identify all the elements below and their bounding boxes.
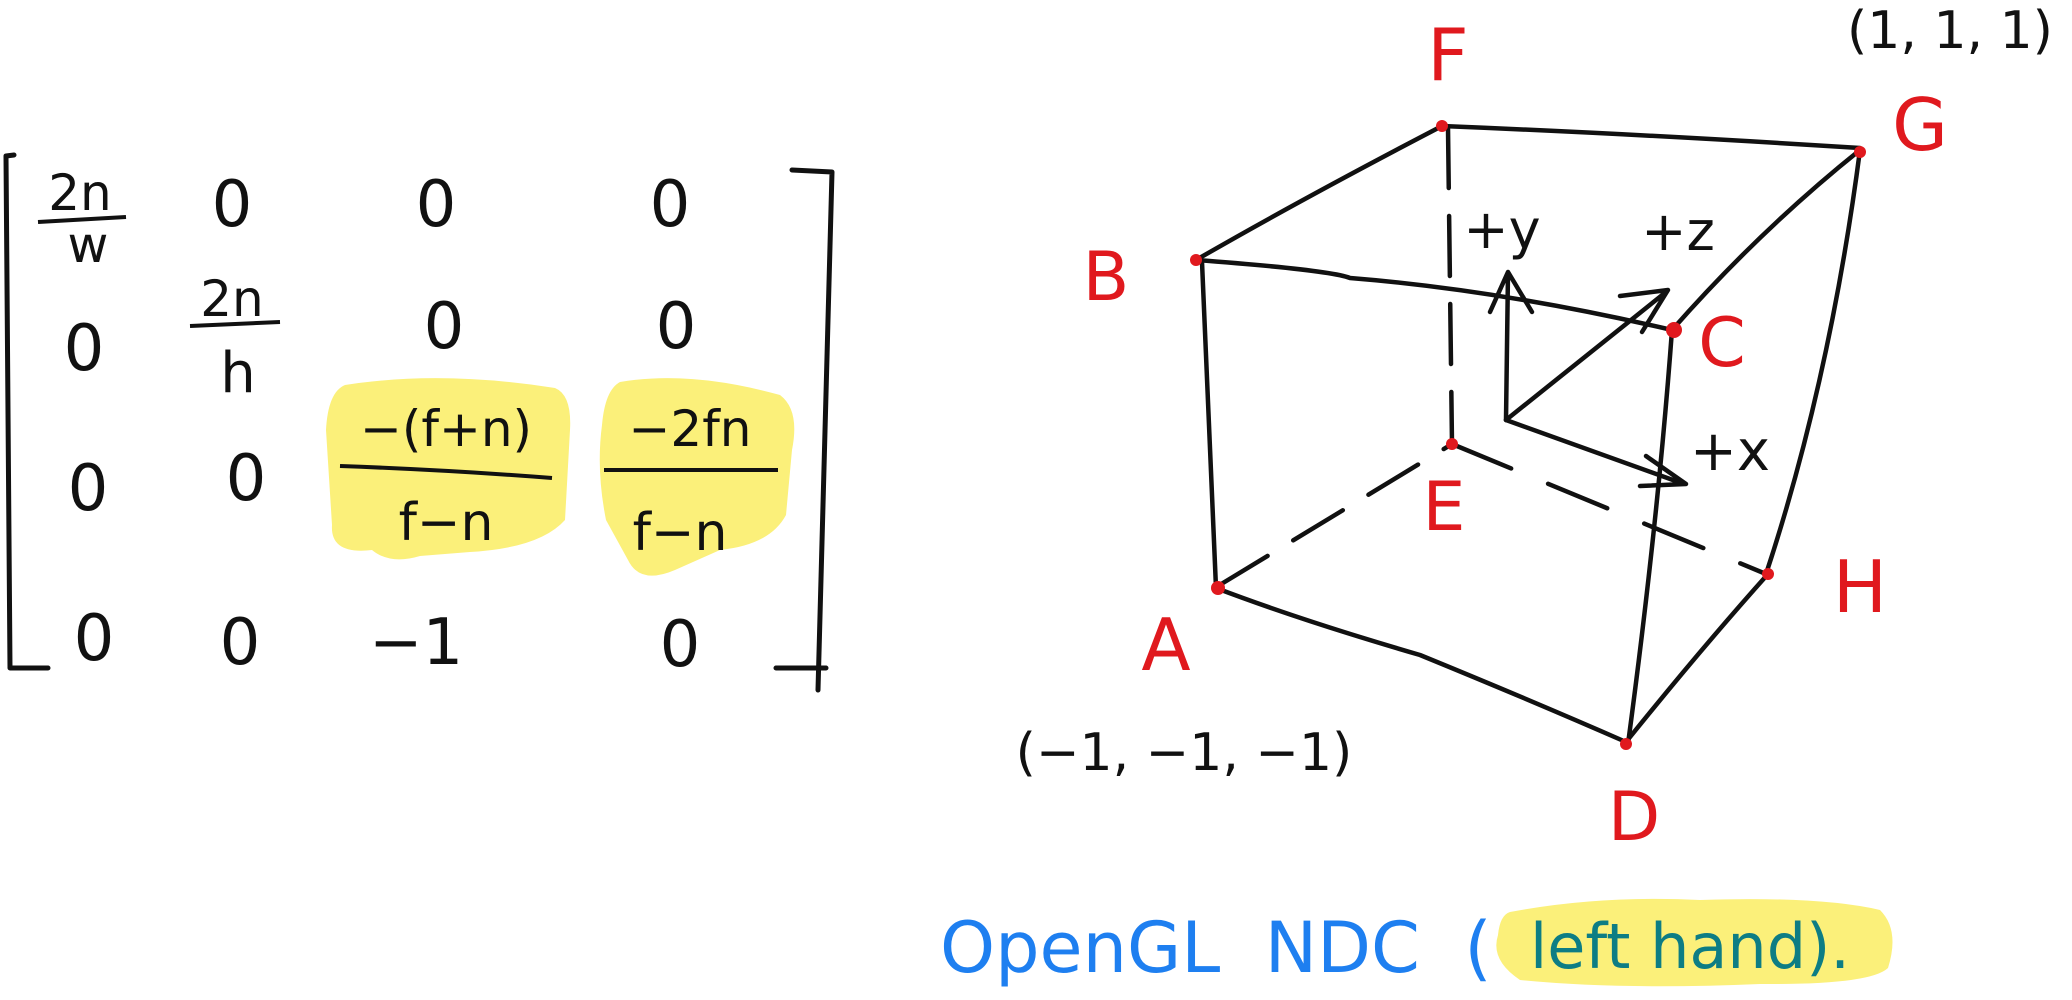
edge-F-G (1439, 123, 1863, 151)
edge-F-E-hidden (1445, 125, 1455, 447)
cell-r1c2: 0 (212, 168, 253, 242)
cell-r4c1: 0 (74, 602, 115, 676)
cell-r2c2-den: h (220, 341, 256, 406)
vertex-label-E: E (1423, 468, 1466, 547)
vertex-dot-G (1854, 146, 1866, 158)
cell-r1c4: 0 (650, 168, 691, 242)
axis-z-arrow (1503, 287, 1671, 423)
projection-matrix: 2n w 0 0 0 0 2n h 0 0 0 0 −(f+n) f−n −2f… (3, 152, 835, 693)
edge-B-C (1193, 257, 1675, 333)
coord-label-min: (−1, −1, −1) (1016, 723, 1353, 783)
cell-r2c2-bar (189, 320, 281, 328)
highlight-cell-r3c3 (326, 378, 571, 560)
edge-A-E-hidden (1215, 441, 1455, 589)
edge-C-G (1669, 147, 1863, 333)
edge-G-H (1763, 147, 1863, 577)
cell-r2c2-num: 2n (200, 270, 264, 328)
vertex-dot-B (1190, 254, 1202, 266)
cell-r3c3-bar (339, 464, 553, 480)
edge-A-B (1199, 259, 1219, 591)
vertex-dot-F (1436, 120, 1448, 132)
caption-text: OpenGL NDC ( (940, 907, 1492, 989)
caption-highlight (1496, 898, 1893, 987)
cell-r3c4-den: f−n (633, 503, 728, 563)
edge-B-F (1193, 123, 1445, 263)
vertex-label-D: D (1608, 778, 1660, 857)
edge-C-D (1625, 327, 1675, 747)
cell-r3c4-num: −2fn (629, 400, 752, 458)
axis-x-arrow (1503, 417, 1689, 489)
ndc-cube (1193, 123, 1863, 747)
vertex-label-F: F (1427, 13, 1468, 97)
vertex-label-H: H (1833, 545, 1887, 629)
edge-A-D (1213, 585, 1629, 745)
cell-r3c1: 0 (68, 452, 109, 526)
matrix-right-bracket (773, 167, 835, 693)
vertex-label-A: A (1141, 603, 1190, 687)
cell-r1c1-num: 2n (48, 164, 112, 222)
cell-r4c4: 0 (660, 608, 701, 682)
cell-r4c3: −1 (369, 606, 463, 680)
coord-label-max: (1, 1, 1) (1847, 1, 2053, 61)
axis-label-x: +x (1690, 419, 1770, 484)
cell-r3c3-num: −(f+n) (360, 400, 532, 458)
cell-r2c3: 0 (424, 290, 465, 364)
cell-r3c3-den: f−n (399, 493, 494, 553)
cell-r1c1-den: w (68, 216, 109, 274)
edge-E-H-hidden (1449, 441, 1769, 577)
cube-vertex-dots (1190, 120, 1866, 750)
axis-y-arrow (1487, 269, 1535, 423)
caption-highlighted-text: left hand). (1530, 910, 1850, 983)
vertex-label-C: C (1698, 304, 1745, 383)
vertex-dot-H (1762, 568, 1774, 580)
cell-r3c2: 0 (226, 442, 267, 516)
vertex-label-G: G (1892, 83, 1948, 167)
cell-r2c4: 0 (656, 290, 697, 364)
vertex-dot-A (1211, 581, 1225, 595)
highlight-cell-r3c4 (599, 378, 795, 576)
vertex-dot-E (1446, 438, 1458, 450)
matrix-left-bracket (3, 152, 51, 671)
vertex-dot-C (1666, 322, 1682, 338)
cell-r1c1-bar (37, 215, 127, 224)
cell-r4c2: 0 (220, 606, 261, 680)
cell-r1c3: 0 (416, 168, 457, 242)
vertex-label-B: B (1083, 238, 1130, 317)
vertex-dot-D (1620, 738, 1632, 750)
edge-D-H (1623, 571, 1771, 745)
axis-label-z: +z (1641, 200, 1715, 263)
cell-r2c1: 0 (64, 312, 105, 386)
axis-label-y: +y (1463, 198, 1540, 261)
